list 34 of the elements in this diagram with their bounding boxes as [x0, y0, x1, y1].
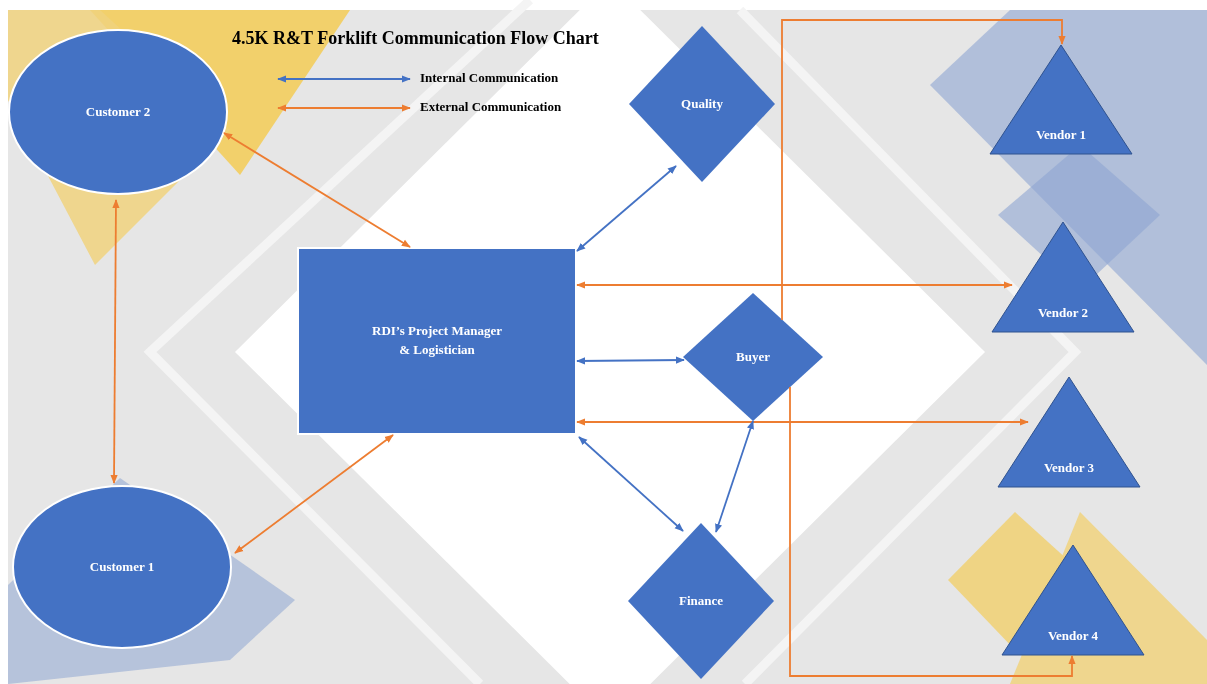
decision-diamond — [629, 26, 775, 182]
triangle-node — [990, 45, 1132, 154]
node-label: Finance — [678, 591, 724, 610]
node-label: Customer 2 — [85, 102, 151, 121]
arrow — [578, 436, 684, 532]
arrow — [789, 386, 1076, 677]
triangle-node — [992, 222, 1134, 332]
node-label: Vendor 2 — [1036, 303, 1090, 322]
arrow — [576, 356, 685, 365]
arrow — [576, 418, 1029, 426]
arrow — [234, 434, 394, 554]
arrow — [110, 199, 120, 484]
node-label: RDI’s Project Manager & Logistician — [371, 322, 503, 359]
legend-label: External Communication — [420, 99, 562, 115]
triangle-node — [998, 377, 1140, 487]
node-label: Quality — [681, 94, 723, 113]
legend-label: Internal Communication — [420, 70, 559, 86]
decision-diamond — [683, 293, 823, 421]
node-label: Buyer — [736, 347, 770, 366]
arrow — [223, 132, 411, 248]
ellipse-node — [8, 29, 228, 195]
node-label: Vendor 4 — [1046, 626, 1100, 645]
arrow — [576, 281, 1013, 289]
node-label: Vendor 1 — [1034, 125, 1088, 144]
process-box — [297, 247, 577, 435]
ellipse-node — [12, 485, 232, 649]
arrow — [576, 165, 677, 252]
arrow — [781, 19, 1066, 321]
node-label: Customer 1 — [89, 557, 155, 576]
arrow — [715, 420, 754, 533]
node-label: Vendor 3 — [1042, 458, 1096, 477]
diagram-title: 4.5K R&T Forklift Communication Flow Chart — [232, 28, 599, 49]
decision-diamond — [628, 523, 774, 679]
triangle-node — [1002, 545, 1144, 655]
